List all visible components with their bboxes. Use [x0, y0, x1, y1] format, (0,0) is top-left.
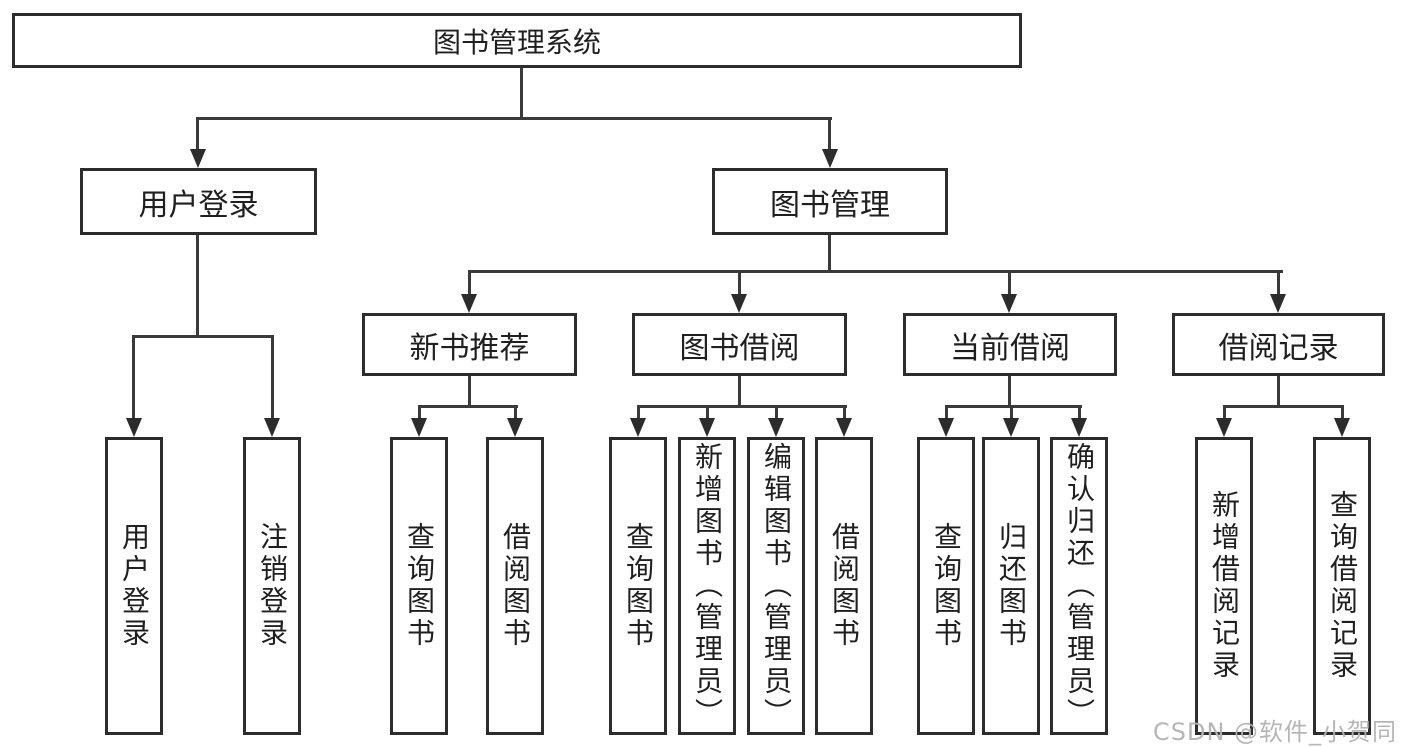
connector-level3-rail [468, 270, 1283, 273]
arrow-down-icon [630, 418, 646, 437]
node-book-management: 图书管理 [712, 168, 948, 235]
connector-g3-drop1 [945, 405, 948, 420]
leaf-label: 查询图书 [622, 522, 655, 650]
connector-drop-leaf-logout [271, 335, 274, 420]
connector-g3-drop2 [1010, 405, 1013, 420]
node-current-borrow-label: 当前借阅 [950, 330, 1070, 366]
leaf-query-books-borrow: 查询图书 [609, 437, 667, 735]
leaf-query-borrow-record: 查询借阅记录 [1313, 437, 1371, 735]
connector-g1-drop1 [418, 405, 421, 420]
connector-drop-user-login [196, 117, 199, 150]
arrow-down-icon [1334, 418, 1350, 437]
arrow-down-icon [1001, 294, 1017, 313]
connector-root-stem [520, 68, 523, 117]
connector-g2-rail [637, 405, 847, 408]
node-borrow-records-label: 借阅记录 [1218, 330, 1339, 366]
connector-g3-stem [1008, 376, 1011, 407]
arrow-down-icon [822, 149, 838, 168]
connector-g3-drop3 [1078, 405, 1081, 420]
arrow-down-icon [507, 418, 523, 437]
connector-g1-stem [468, 376, 471, 407]
leaf-label: 新增借阅记录 [1208, 490, 1241, 682]
node-user-login: 用户登录 [80, 168, 317, 235]
arrow-down-icon [1216, 418, 1232, 437]
leaf-label: 编辑图书（管理员） [760, 442, 793, 730]
arrow-down-icon [190, 149, 206, 168]
node-book-management-label: 图书管理 [770, 187, 890, 223]
leaf-label: 借阅图书 [499, 522, 532, 650]
leaf-label: 确认归还（管理员） [1063, 442, 1096, 730]
connector-g4-drop2 [1341, 405, 1344, 420]
connector-g2-drop2 [706, 405, 709, 420]
node-current-borrow: 当前借阅 [903, 313, 1117, 376]
arrow-down-icon [1270, 294, 1286, 313]
leaf-logout-label: 注销登录 [256, 522, 289, 650]
leaf-add-book-admin: 新增图书（管理员） [678, 437, 736, 735]
leaf-edit-book-admin: 编辑图书（管理员） [747, 437, 805, 735]
connector-drop-borrow-records [1277, 270, 1280, 296]
arrow-down-icon [1003, 418, 1019, 437]
connector-g2-stem [738, 376, 741, 407]
connector-g2-drop3 [775, 405, 778, 420]
leaf-add-borrow-record: 新增借阅记录 [1195, 437, 1253, 735]
connector-drop-leaf-user-login [132, 335, 135, 420]
connector-level2-rail [196, 117, 832, 120]
arrow-down-icon [264, 418, 280, 437]
connector-user-login-stem [196, 235, 199, 337]
leaf-return-book: 归还图书 [982, 437, 1040, 735]
connector-drop-new-book [468, 270, 471, 296]
connector-g4-stem [1277, 376, 1280, 407]
leaf-label: 查询图书 [403, 522, 436, 650]
arrow-down-icon [411, 418, 427, 437]
connector-g2-drop4 [843, 405, 846, 420]
leaf-user-login-label: 用户登录 [118, 522, 151, 650]
arrow-down-icon [836, 418, 852, 437]
connector-g4-drop1 [1223, 405, 1226, 420]
connector-drop-book-borrow [738, 270, 741, 296]
leaf-label: 查询借阅记录 [1326, 490, 1359, 682]
connector-g2-drop1 [637, 405, 640, 420]
node-user-login-label: 用户登录 [138, 187, 259, 223]
arrow-down-icon [938, 418, 954, 437]
leaf-borrow-books: 借阅图书 [815, 437, 873, 735]
arrow-down-icon [461, 294, 477, 313]
arrow-down-icon [768, 418, 784, 437]
leaf-label: 查询图书 [930, 522, 963, 650]
connector-drop-book-management [828, 117, 831, 150]
connector-book-management-stem [828, 235, 831, 273]
csdn-watermark: CSDN @软件_小贺同学 [1153, 718, 1398, 746]
connector-g4-rail [1223, 405, 1343, 408]
node-root-label: 图书管理系统 [432, 25, 601, 59]
leaf-label: 归还图书 [995, 522, 1028, 650]
leaf-user-login: 用户登录 [105, 437, 163, 735]
node-root: 图书管理系统 [12, 13, 1022, 68]
connector-g1-drop2 [514, 405, 517, 420]
arrow-down-icon [731, 294, 747, 313]
arrow-down-icon [126, 418, 142, 437]
node-book-borrow: 图书借阅 [632, 313, 847, 376]
node-borrow-records: 借阅记录 [1172, 313, 1385, 376]
arrow-down-icon [1071, 418, 1087, 437]
node-new-book-recommend-label: 新书推荐 [409, 330, 530, 366]
arrow-down-icon [699, 418, 715, 437]
connector-g1-rail [418, 405, 518, 408]
leaf-query-books-current: 查询图书 [917, 437, 975, 735]
leaf-label: 借阅图书 [828, 522, 861, 650]
leaf-logout: 注销登录 [243, 437, 301, 735]
leaf-confirm-return-admin: 确认归还（管理员） [1050, 437, 1108, 735]
connector-drop-current-borrow [1008, 270, 1011, 296]
node-new-book-recommend: 新书推荐 [362, 313, 577, 376]
connector-g3-rail [945, 405, 1082, 408]
connector-user-login-rail [132, 335, 274, 338]
leaf-query-books-recommend: 查询图书 [390, 437, 448, 735]
leaf-borrow-books-recommend: 借阅图书 [486, 437, 544, 735]
node-book-borrow-label: 图书借阅 [679, 330, 800, 366]
leaf-label: 新增图书（管理员） [691, 442, 724, 730]
